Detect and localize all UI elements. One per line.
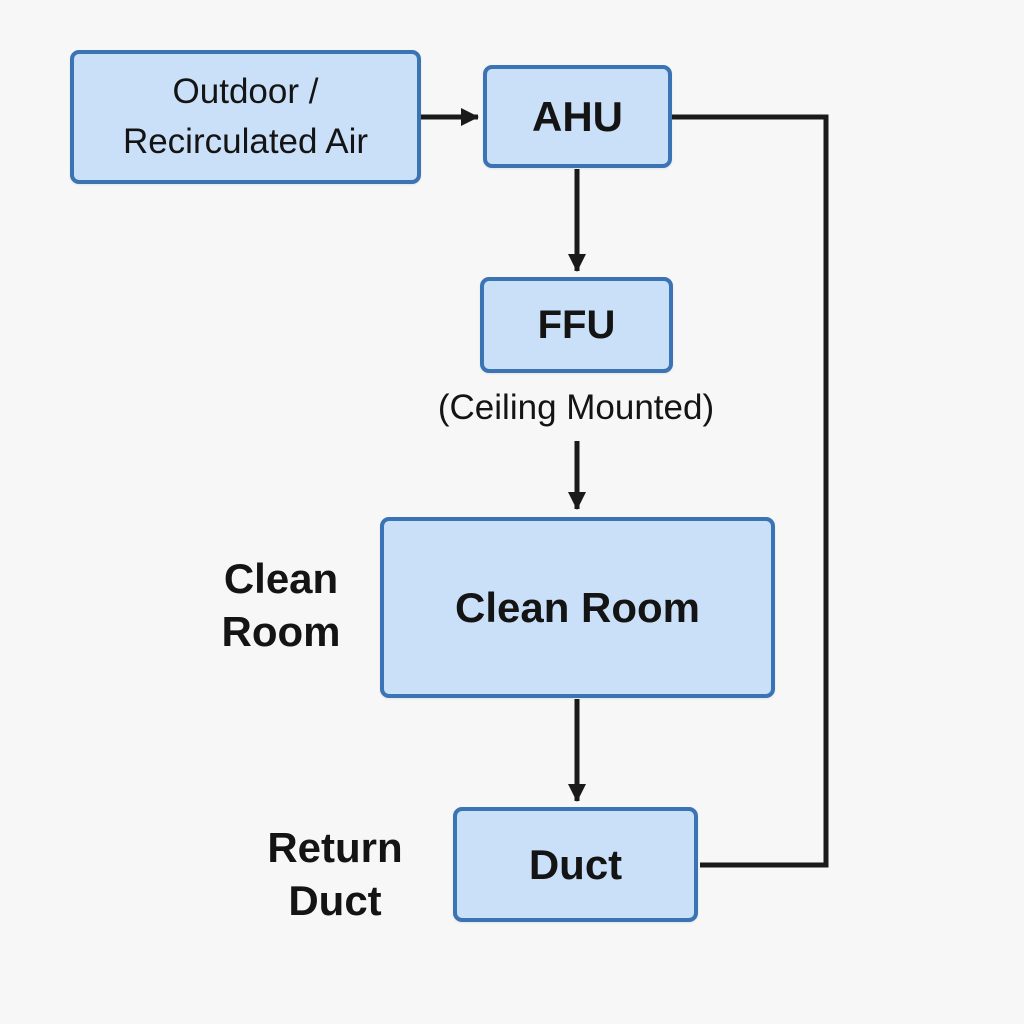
node-outdoor-recirculated-air: Outdoor / Recirculated Air — [70, 50, 421, 184]
node-duct: Duct — [453, 807, 698, 922]
ceiling-mounted-label: (Ceiling Mounted) — [437, 388, 715, 427]
clean-room-side-label: Clean Room — [221, 555, 341, 655]
return-duct-side-label: Return Duct — [267, 824, 403, 924]
node-ahu: AHU — [483, 65, 672, 168]
node-clean-room: Clean Room — [380, 517, 775, 698]
node-ffu: FFU — [480, 277, 673, 373]
return-loop-line-duct-to-ahu — [672, 114, 829, 868]
